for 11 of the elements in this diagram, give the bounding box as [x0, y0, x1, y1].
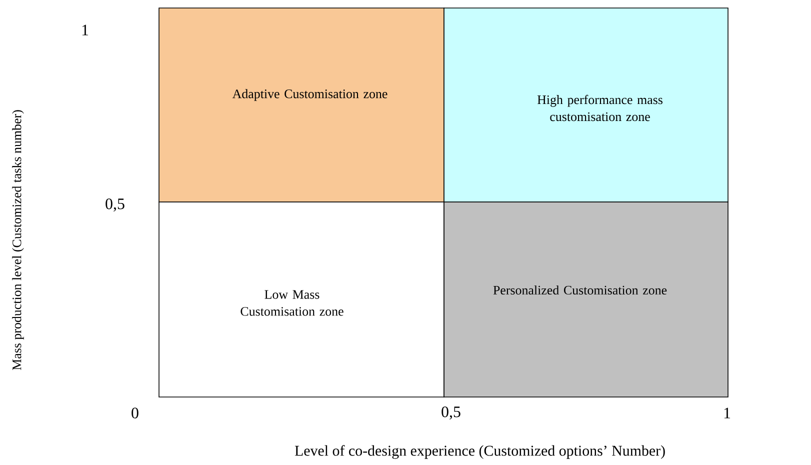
tick-label: 0 — [132, 408, 138, 418]
quadrant-box: Adaptive Customisation zone — [158, 8, 444, 202]
axis-title: Level of co-design experience (Customized options’ Number) — [294, 445, 665, 459]
quadrant-box: High performance mass customisation zone — [444, 8, 728, 202]
tick-label: 1 — [82, 24, 88, 36]
quadrant-box: Low Mass Customisation zone — [158, 202, 444, 398]
quadrant-box: Personalized Customisation zone — [444, 202, 728, 398]
tick-label: 0,5 — [106, 198, 124, 212]
axis-title: Mass production level (Customized tasks number) — [12, 110, 24, 370]
tick-label: 1 — [724, 408, 730, 418]
tick-label: 0,5 — [442, 406, 460, 420]
